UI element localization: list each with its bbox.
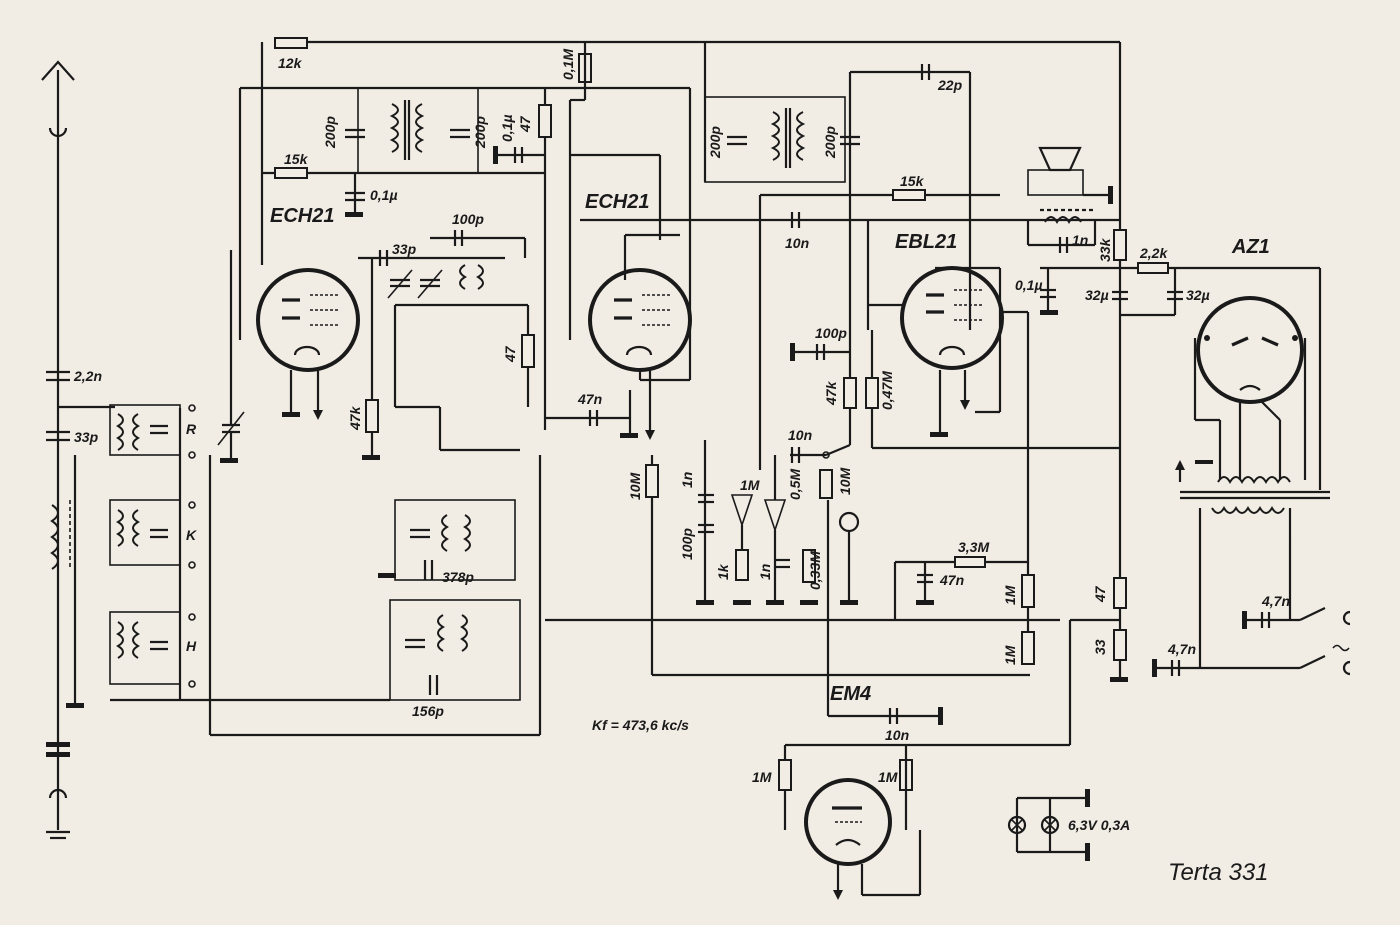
tube-ebl21-label: EBL21	[895, 231, 957, 253]
detector-section: 100p 47k 0,47M 10M 10n 0,5M 1n 0,33M 1M …	[627, 325, 1120, 677]
power-filter: 33k 2,2k 0,1µ 32µ 32µ 47 33	[1015, 42, 1322, 745]
res-0.1M-label: 0,1M	[560, 49, 576, 80]
cap-0.1u-b-label: 0,1µ	[1015, 277, 1043, 293]
cap-200p-2-label: 200p	[472, 116, 488, 149]
cap-10n-b-label: 10n	[788, 427, 812, 443]
cap-100p-b-label: 100p	[679, 528, 695, 560]
res-33k-label: 33k	[1097, 237, 1113, 262]
model-title: Terta 331	[1168, 859, 1269, 886]
band-coils: R K H	[58, 250, 390, 708]
tube-ech21-if-label: ECH21	[585, 191, 649, 213]
res-15k-top-label: 15k	[284, 151, 309, 167]
rectifier-section: AZ1 4,7n 4,7n	[1152, 236, 1351, 677]
cap-156p-label: 156p	[412, 703, 444, 719]
if-transformer-1: 12k 200p 200p 0,1µ 15k 47 0,1µ	[238, 37, 1120, 430]
res-15k-mid-label: 15k	[900, 173, 925, 189]
cap-1n-b-label: 1n	[757, 564, 773, 580]
cap-2.2n-label: 2,2n	[73, 368, 102, 384]
cap-1n-a-label: 1n	[679, 472, 695, 488]
cap-200p-3-label: 200p	[707, 126, 723, 159]
em4-indicator: 10n 1M 1M EM4	[752, 500, 1070, 900]
res-10M-b-label: 10M	[837, 467, 853, 495]
cap-33p-osc-label: 33p	[392, 241, 417, 257]
if-tube: 0,1M ECH21 47n	[545, 42, 692, 440]
res-10M-a-label: 10M	[627, 472, 643, 500]
res-0.47M-label: 0,47M	[879, 371, 895, 410]
res-1M-em4-b-label: 1M	[878, 769, 898, 785]
res-3.3M-label: 3,3M	[958, 539, 989, 555]
res-47-ps-label: 47	[1092, 585, 1108, 603]
cap-33p-ant-label: 33p	[74, 429, 99, 445]
pot-0.5M-label: 0,5M	[787, 469, 803, 500]
output-tube: EBL21	[866, 220, 1030, 575]
res-0.33M-label: 0,33M	[807, 551, 823, 590]
band-k-label: K	[186, 527, 197, 543]
cap-378p-label: 378p	[442, 569, 474, 585]
cap-4.7n-a-label: 4,7n	[1261, 593, 1290, 609]
cap-32u-b-label: 32µ	[1186, 287, 1210, 303]
res-2.2k-label: 2,2k	[1139, 245, 1168, 261]
res-1M-a-label: 1M	[1002, 585, 1018, 605]
res-1M-em4-a-label: 1M	[752, 769, 772, 785]
band-h-label: H	[186, 638, 197, 654]
cap-0.1u-a-label: 0,1µ	[370, 187, 398, 203]
cap-100p-osc-label: 100p	[452, 211, 484, 227]
tube-em4-label: EM4	[830, 683, 871, 705]
res-47-osc-label: 47	[502, 345, 518, 363]
cap-10n-em4-label: 10n	[885, 727, 909, 743]
pot-1M-label: 1M	[740, 477, 760, 493]
res-1M-b-label: 1M	[1002, 645, 1018, 665]
cap-0.1u-top-label: 0,1µ	[499, 114, 515, 142]
cap-4.7n-b-label: 4,7n	[1167, 641, 1196, 657]
cap-22p-label: 22p	[937, 77, 963, 93]
tube-ech21-mixer-label: ECH21	[270, 205, 334, 227]
cap-47n-b-label: 47n	[939, 572, 964, 588]
res-12k-label: 12k	[278, 55, 303, 71]
oscillator-section: 33p 100p 47 47k	[347, 211, 535, 460]
tube-az1-label: AZ1	[1231, 236, 1270, 258]
antenna-section: 2,2n 33p	[41, 60, 102, 840]
res-47-top-label: 47	[517, 115, 533, 133]
res-1k-label: 1k	[715, 563, 731, 580]
osc-coils: 378p 156p	[208, 455, 542, 737]
pilot-lamps: 6,3V 0,3A	[1007, 789, 1130, 861]
cap-100p-det-label: 100p	[815, 325, 847, 341]
res-47k-a-label: 47k	[347, 405, 363, 431]
res-33-ps-label: 33	[1092, 639, 1108, 655]
if-frequency-label: Kf = 473,6 kc/s	[592, 717, 689, 733]
cap-47n-a-label: 47n	[577, 391, 602, 407]
cap-10n-mid-label: 10n	[785, 235, 809, 251]
speaker: 1n	[1026, 146, 1113, 253]
agc-section: 3,3M 47n 1M 1M	[545, 539, 1060, 665]
cap-200p-4-label: 200p	[822, 126, 838, 159]
if-transformer-2: 200p 200p 22p 15k 10n	[580, 42, 1120, 470]
mixer-tube: ECH21	[256, 205, 360, 420]
res-47k-b-label: 47k	[823, 380, 839, 406]
cap-1n-spk-label: 1n	[1072, 232, 1088, 248]
cap-32u-a-label: 32µ	[1085, 287, 1109, 303]
lamp-rating-label: 6,3V 0,3A	[1068, 817, 1130, 833]
band-r-label: R	[186, 421, 197, 437]
cap-200p-1-label: 200p	[322, 116, 338, 149]
